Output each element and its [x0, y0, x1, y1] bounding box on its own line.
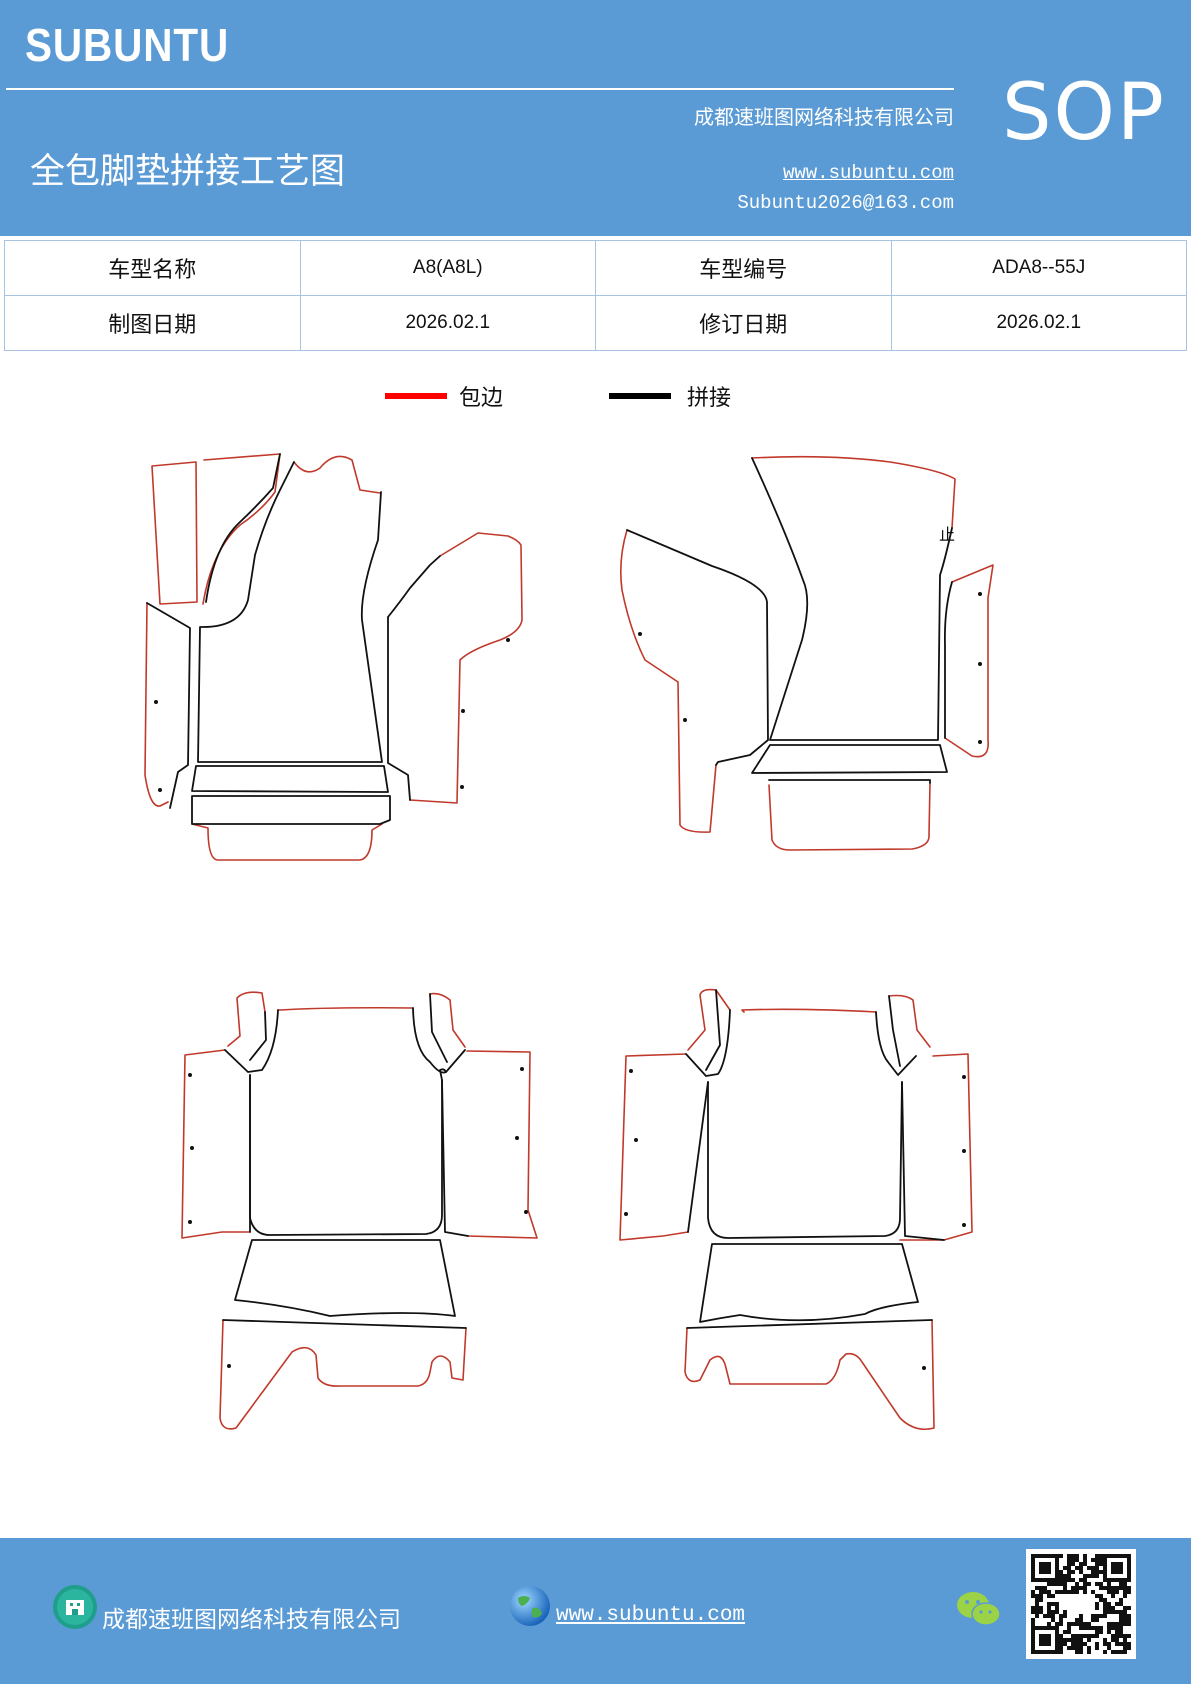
- model-code-value: ADA8--55J: [890, 240, 1187, 296]
- hole-markers: [154, 592, 982, 1370]
- legend-label-seam: 拼接: [687, 386, 732, 411]
- legend-swatch-edge: [385, 393, 447, 399]
- footer-banner: 成都速班图网络科技有限公司 www.subuntu.com: [0, 1538, 1191, 1684]
- revision-date-value: 2026.02.1: [890, 295, 1187, 351]
- footer-website-link[interactable]: www.subuntu.com: [556, 1604, 746, 1627]
- seam-lines: [146, 453, 953, 1329]
- header-divider: [6, 88, 954, 90]
- header-company-name: 成都速班图网络科技有限公司: [694, 105, 954, 129]
- page-title: 全包脚垫拼接工艺图: [30, 152, 346, 192]
- stop-mark: 止: [939, 525, 955, 544]
- legend: 包边 拼接: [0, 380, 1191, 430]
- header-website-link[interactable]: www.subuntu.com: [782, 162, 954, 184]
- header-banner: SUBUNTU 成都速班图网络科技有限公司 SOP 全包脚垫拼接工艺图 www.…: [0, 0, 1191, 236]
- info-table: 车型名称 A8(A8L) 车型编号 ADA8--55J 制图日期 2026.02…: [4, 240, 1187, 351]
- legend-swatch-seam: [609, 393, 671, 399]
- wechat-icon[interactable]: [956, 1590, 1002, 1628]
- draw-date-label: 制图日期: [4, 295, 301, 351]
- model-code-label: 车型编号: [595, 240, 892, 296]
- model-name-value: A8(A8L): [299, 240, 596, 296]
- globe-icon: [510, 1586, 550, 1626]
- building-icon: [53, 1585, 97, 1629]
- legend-label-edge: 包边: [459, 386, 504, 411]
- qr-code-icon: [1026, 1549, 1136, 1659]
- header-email: Subuntu2026@163.com: [737, 192, 954, 214]
- revision-date-label: 修订日期: [595, 295, 892, 351]
- edge-outlines: [144, 453, 994, 1431]
- model-name-label: 车型名称: [4, 240, 301, 296]
- sop-label: SOP: [1002, 68, 1166, 158]
- table-row: 制图日期 2026.02.1 修订日期 2026.02.1: [4, 295, 1187, 351]
- brand-logo: SUBUNTU: [25, 19, 230, 71]
- table-row: 车型名称 A8(A8L) 车型编号 ADA8--55J: [4, 240, 1187, 296]
- footer-company-name: 成都速班图网络科技有限公司: [102, 1607, 401, 1633]
- floor-mat-drawing: 止: [144, 453, 994, 1431]
- draw-date-value: 2026.02.1: [299, 295, 596, 351]
